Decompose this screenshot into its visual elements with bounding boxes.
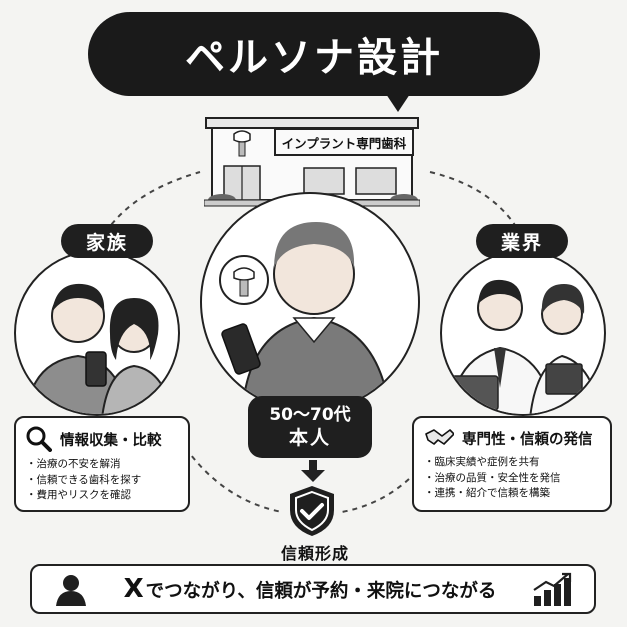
family-circle [14,250,180,416]
user-icon [56,575,86,606]
business-label: 業界 [476,224,568,258]
magnifier-icon [26,426,52,452]
business-circle [440,250,606,416]
arrow-down-icon [301,460,325,482]
banner-text: でつながり、信頼が予約・来院につながる [145,581,497,602]
clinic-building: インプラント専門歯科 [203,112,421,208]
family-item: 信頼できる歯科を探す [26,473,178,489]
family-illustration [25,283,175,414]
business-item: 臨床実績や症例を共有 [424,455,600,471]
growth-chart-icon [533,572,572,606]
family-item: 費用やリスクを確認 [26,488,178,504]
family-label: 家族 [61,224,153,258]
family-info-box: 情報収集・比較 治療の不安を解消 信頼できる歯科を探す 費用やリスクを確認 [14,416,190,512]
shield-check-icon [290,486,334,536]
self-label: 50〜70代 本人 [248,396,372,458]
business-item: 連携・紹介で信頼を構築 [424,486,600,502]
title-bubble: ペルソナ設計 [88,12,540,112]
business-info-box: 専門性・信頼の発信 臨床実績や症例を共有 治療の品質・安全性を発信 連携・紹介で… [412,416,612,512]
x-logo-mark: X [123,574,144,604]
professionals-illustration [447,279,603,414]
trust-label: 信頼形成 [280,544,349,563]
self-role: 本人 [288,427,331,449]
page-title: ペルソナ設計 [185,35,443,81]
business-heading: 専門性・信頼の発信 [462,431,593,448]
self-age: 50〜70代 [269,405,351,425]
clinic-sign: インプラント専門歯科 [274,128,414,156]
family-heading: 情報収集・比較 [60,432,162,449]
senior-man-illustration [219,222,391,410]
business-item: 治療の品質・安全性を発信 [424,471,600,487]
family-item: 治療の不安を解消 [26,457,178,473]
handshake-icon [425,429,454,445]
self-circle [200,192,420,412]
